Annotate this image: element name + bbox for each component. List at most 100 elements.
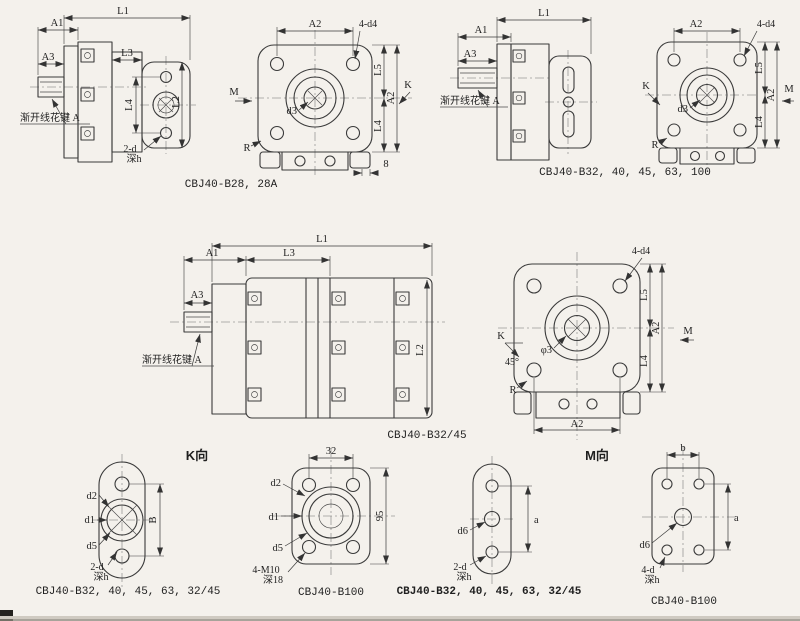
dim-label-a1: A1 (206, 248, 219, 259)
through-bolts (247, 291, 410, 402)
pump3-front-view: 4-d4 φ3 K 45° R L5 L4 A2 (497, 246, 694, 440)
dim-label-a: a (534, 515, 539, 526)
note-d5: d5 (87, 532, 111, 552)
bolt-hole (301, 477, 317, 493)
dim-a3: A3 (458, 49, 497, 64)
front-cover (211, 283, 247, 415)
flange-outline (651, 467, 715, 565)
note-hole-count: 4-M10 (252, 565, 279, 576)
bolt-hole (693, 478, 705, 490)
foot (259, 151, 281, 169)
note-2d-holes: 2-d 深h (453, 555, 487, 583)
pump-body (510, 43, 550, 161)
dim-label-d5: d5 (273, 543, 284, 554)
pump1-side-view: L1 A1 A3 L3 L4 L2 2- (20, 6, 278, 191)
bolt-hole (667, 123, 681, 137)
port-base (679, 147, 735, 165)
foot (513, 391, 532, 415)
dim-label-95: 95 (375, 511, 386, 522)
dim-label-a2: A2 (571, 419, 584, 430)
dim-a2-top: A2 (276, 19, 354, 56)
note-spline: 渐开线花键 A (142, 333, 214, 367)
port-circle (558, 398, 570, 410)
note-4d4: 4-d4 (743, 19, 775, 57)
shaft-bore (695, 83, 719, 107)
dim-b-top: b (666, 443, 700, 478)
dim-label-d1: d1 (85, 515, 96, 526)
foot (736, 147, 756, 164)
dim-label-l4: L4 (639, 354, 650, 366)
dim-a2-right: A2 (386, 45, 400, 152)
bolt-hole (667, 53, 681, 67)
dim-label-l3: L3 (283, 248, 295, 259)
bolt-hole (269, 56, 285, 72)
dim-label-d2: d2 (87, 491, 98, 502)
bolt-hole (345, 125, 361, 141)
dim-label-b: b (680, 443, 685, 454)
dim-label-a2: A2 (766, 89, 777, 102)
note-4d-holes: 4-d 深h (641, 556, 666, 586)
dim-label-l1: L1 (538, 8, 550, 19)
angle-label-45: 45° (505, 357, 519, 368)
rear-flange-face (141, 61, 191, 149)
view-arrow-m: M (782, 84, 794, 104)
view-label-m: M (229, 87, 239, 98)
view-label-k: K (497, 331, 505, 342)
note-4d4-label: 4-d4 (757, 19, 775, 30)
dim-label-l1: L1 (316, 234, 328, 245)
note-hole-count: 2-d (90, 562, 103, 573)
note-d1: d1 (269, 512, 302, 523)
spline-note-label: 渐开线花键 A (142, 353, 202, 366)
note-hole-depth: 深h (645, 574, 660, 586)
dim-label-l4: L4 (373, 119, 384, 131)
bolt-hole (526, 362, 542, 378)
dim-a2-right: A2 (651, 264, 665, 392)
pump-body (77, 41, 113, 163)
slot-hole (562, 66, 575, 94)
dim-label-r: R (509, 385, 516, 396)
bolt-hole (733, 123, 747, 137)
dim-label-a2: A2 (386, 92, 397, 105)
bolt-hole (612, 278, 628, 294)
dim-label-a2: A2 (309, 19, 322, 30)
bolt-hole (301, 539, 317, 555)
caption-pump1: CBJ40-B28, 28A (185, 179, 278, 191)
dim-label-l2: L2 (171, 96, 182, 108)
dim-label-a1: A1 (51, 18, 64, 29)
note-d3: d3 (678, 99, 701, 115)
dim-l2: L2 (171, 62, 185, 148)
port-circle (689, 150, 701, 162)
dim-label-a3: A3 (42, 52, 55, 63)
note-hole-count: 2-d (123, 144, 136, 155)
dim-l5: L5 (373, 45, 387, 98)
note-hole-depth: 深h (457, 571, 472, 583)
note-spline: 渐开线花键 A (440, 89, 508, 108)
bolt-hole (733, 53, 747, 67)
dim-l3: L3 (246, 248, 331, 276)
dim-95: 95 (370, 467, 389, 565)
front-cover (63, 45, 79, 159)
bolt-hole (159, 70, 173, 84)
flange-k-oval: d2 d1 d5 2-d 深h B CBJ40-B32, 40, 45, 63,… (36, 454, 220, 598)
rear-flange-face (548, 55, 592, 149)
spline-note-label: 渐开线花键 A (20, 111, 80, 124)
pilot-boss (285, 68, 345, 128)
spline-note-label: 渐开线花键 A (440, 94, 500, 107)
dim-label-d3: d3 (287, 106, 298, 117)
shaft-bore (563, 314, 591, 342)
dim-l4: L4 (124, 76, 160, 134)
view-arrow-m: M (229, 87, 252, 104)
note-hole-count: 4-d (641, 565, 654, 576)
dim-l5: L5 (754, 42, 768, 95)
through-bolts (512, 49, 526, 143)
dim-label-l5: L5 (639, 289, 650, 301)
dim-label-l4: L4 (754, 115, 765, 127)
dim-a2-right: A2 (766, 42, 780, 148)
note-4d4: 4-d4 (624, 246, 650, 282)
dim-label-r: R (651, 140, 658, 151)
bolt-hole (526, 278, 542, 294)
bolt-hole (345, 56, 361, 72)
view-label-m: M (683, 326, 693, 337)
dim-label-a2: A2 (690, 19, 703, 30)
dim-l4: L4 (639, 328, 653, 392)
